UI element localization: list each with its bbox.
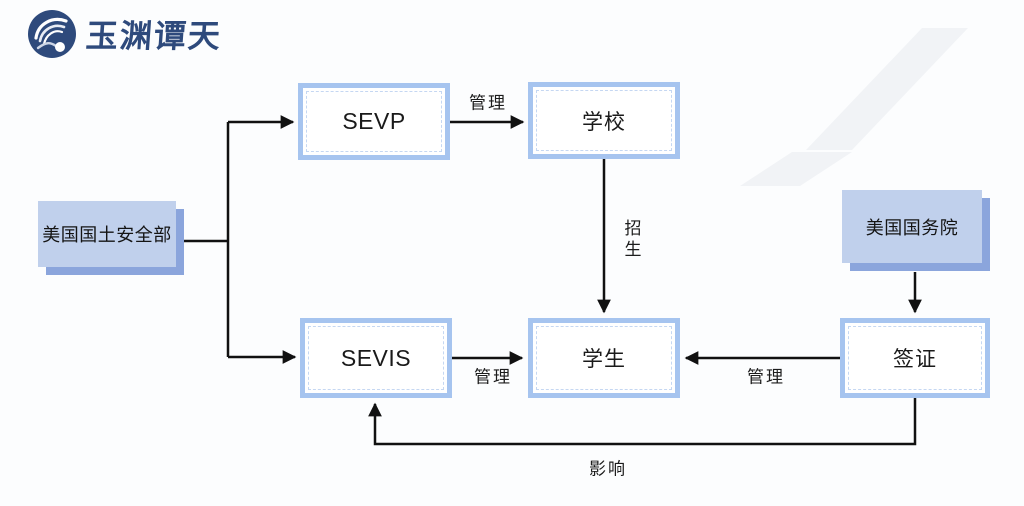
node-sevp: SEVP <box>298 83 450 160</box>
node-visa: 签证 <box>840 318 990 398</box>
node-sevis: SEVIS <box>300 318 452 398</box>
edge-label-sevp-to-school: 管理 <box>469 93 507 113</box>
edge-label-sevis-to-student: 管理 <box>474 367 512 387</box>
node-student-label: 学生 <box>582 348 626 371</box>
edge-label-visa-to-sevis: 影响 <box>589 459 627 479</box>
edge-label-school-to-student: 招生 <box>621 219 641 261</box>
edge-visa-to-sevis-feedback <box>368 398 917 446</box>
wave-circle-logo-icon <box>28 10 76 58</box>
node-sevis-label: SEVIS <box>340 344 412 371</box>
edge-dhs-trunk <box>184 122 230 357</box>
edge-label-visa-to-student: 管理 <box>747 367 785 387</box>
node-dhs: 美国国土安全部 <box>38 201 176 267</box>
brand-logo: 玉渊谭天 <box>26 8 224 60</box>
node-dos: 美国国务院 <box>842 190 982 263</box>
watermark-slash-large <box>806 28 968 150</box>
node-dhs-label: 美国国土安全部 <box>42 225 172 245</box>
node-student: 学生 <box>528 318 680 398</box>
node-sevp-label: SEVP <box>342 108 406 134</box>
watermark-slash-small <box>740 152 852 186</box>
node-school: 学校 <box>528 82 680 159</box>
node-dos-label: 美国国务院 <box>865 217 959 238</box>
brand-logo-text: 玉渊谭天 <box>84 17 224 55</box>
node-visa-label: 签证 <box>893 348 937 371</box>
node-school-label: 学校 <box>582 110 626 134</box>
